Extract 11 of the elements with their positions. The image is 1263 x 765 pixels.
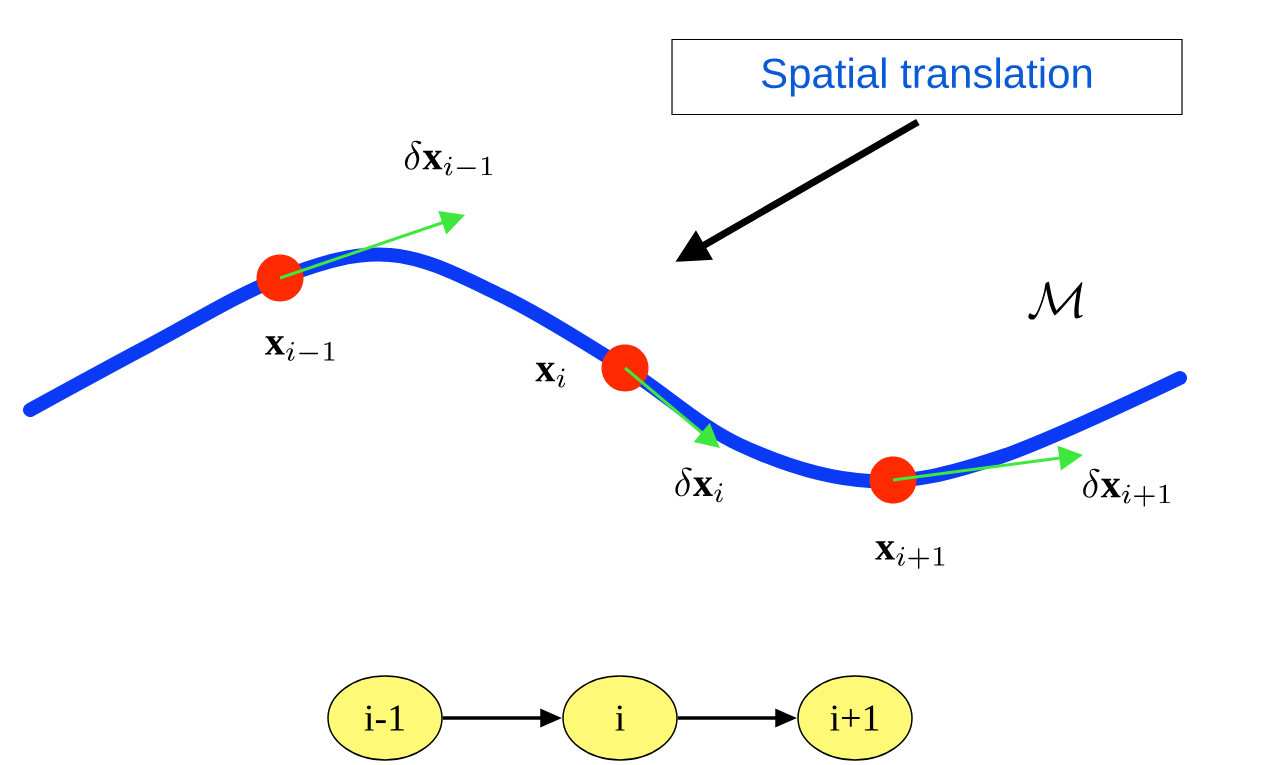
label-box: Spatial translation	[671, 38, 1183, 116]
point-label: $\mathbf{x}_{i+1}$	[875, 541, 945, 569]
point-dot	[256, 254, 304, 302]
manifold-label: $\mathcal{M}$	[1028, 281, 1083, 320]
edge-label: $\delta\mathbf{x}_{i+1}$	[1083, 468, 1170, 507]
edge-label: $\delta\mathbf{x}_{i-1}$	[404, 140, 493, 176]
point-dot	[869, 456, 917, 504]
point-dot	[601, 344, 649, 392]
edge-label: $\delta\mathbf{x}_i$	[675, 467, 723, 503]
point-label: $\mathbf{x}_i$	[535, 362, 566, 388]
point-label: $\mathbf{x}_{i-1}$	[265, 336, 335, 361]
